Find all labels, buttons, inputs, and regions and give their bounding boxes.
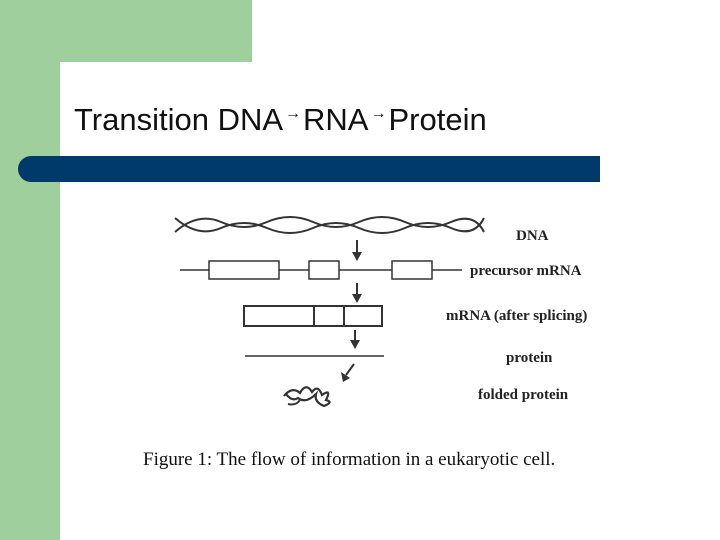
green-top-band <box>0 0 252 62</box>
spliced-mrna <box>243 305 383 327</box>
folded-protein-tail <box>287 399 301 406</box>
label-mrna-after-splicing: mRNA (after splicing) <box>446 308 587 324</box>
label-protein: protein <box>506 350 553 366</box>
spliced-exon-2 <box>313 305 345 327</box>
title-arrow-2: → <box>370 105 387 122</box>
precursor-mrna <box>180 260 462 280</box>
title-arrow-1: → <box>285 105 302 122</box>
folded-protein-shape <box>283 386 331 408</box>
slide-title: Transition DNA→RNA→Protein <box>74 102 487 138</box>
arrow-dna-to-precursor <box>352 240 362 261</box>
dna-strand-2 <box>174 216 485 233</box>
figure-caption: Figure 1: The flow of information in a e… <box>143 449 556 470</box>
arrow-protein-to-folded <box>341 363 355 382</box>
title-part-rna: RNA <box>303 102 369 137</box>
title-underline-bar <box>18 156 600 182</box>
title-part-protein: Protein <box>388 102 487 137</box>
label-folded-protein: folded protein <box>478 387 569 403</box>
exon-2 <box>308 260 340 280</box>
content-panel <box>60 62 720 540</box>
title-part-dna: Transition DNA <box>74 102 284 137</box>
exon-1 <box>208 260 280 280</box>
green-left-band <box>0 0 60 540</box>
exon-3 <box>391 260 433 280</box>
spliced-exon-3 <box>343 305 383 327</box>
dna-strand-1 <box>174 217 485 234</box>
label-precursor-mrna: precursor mRNA <box>470 263 582 279</box>
label-dna: DNA <box>516 228 549 244</box>
arrow-precursor-to-mrna <box>352 283 362 303</box>
dna-helix <box>174 216 485 234</box>
spliced-exon-1 <box>243 305 315 327</box>
arrow-mrna-to-protein <box>350 330 360 349</box>
